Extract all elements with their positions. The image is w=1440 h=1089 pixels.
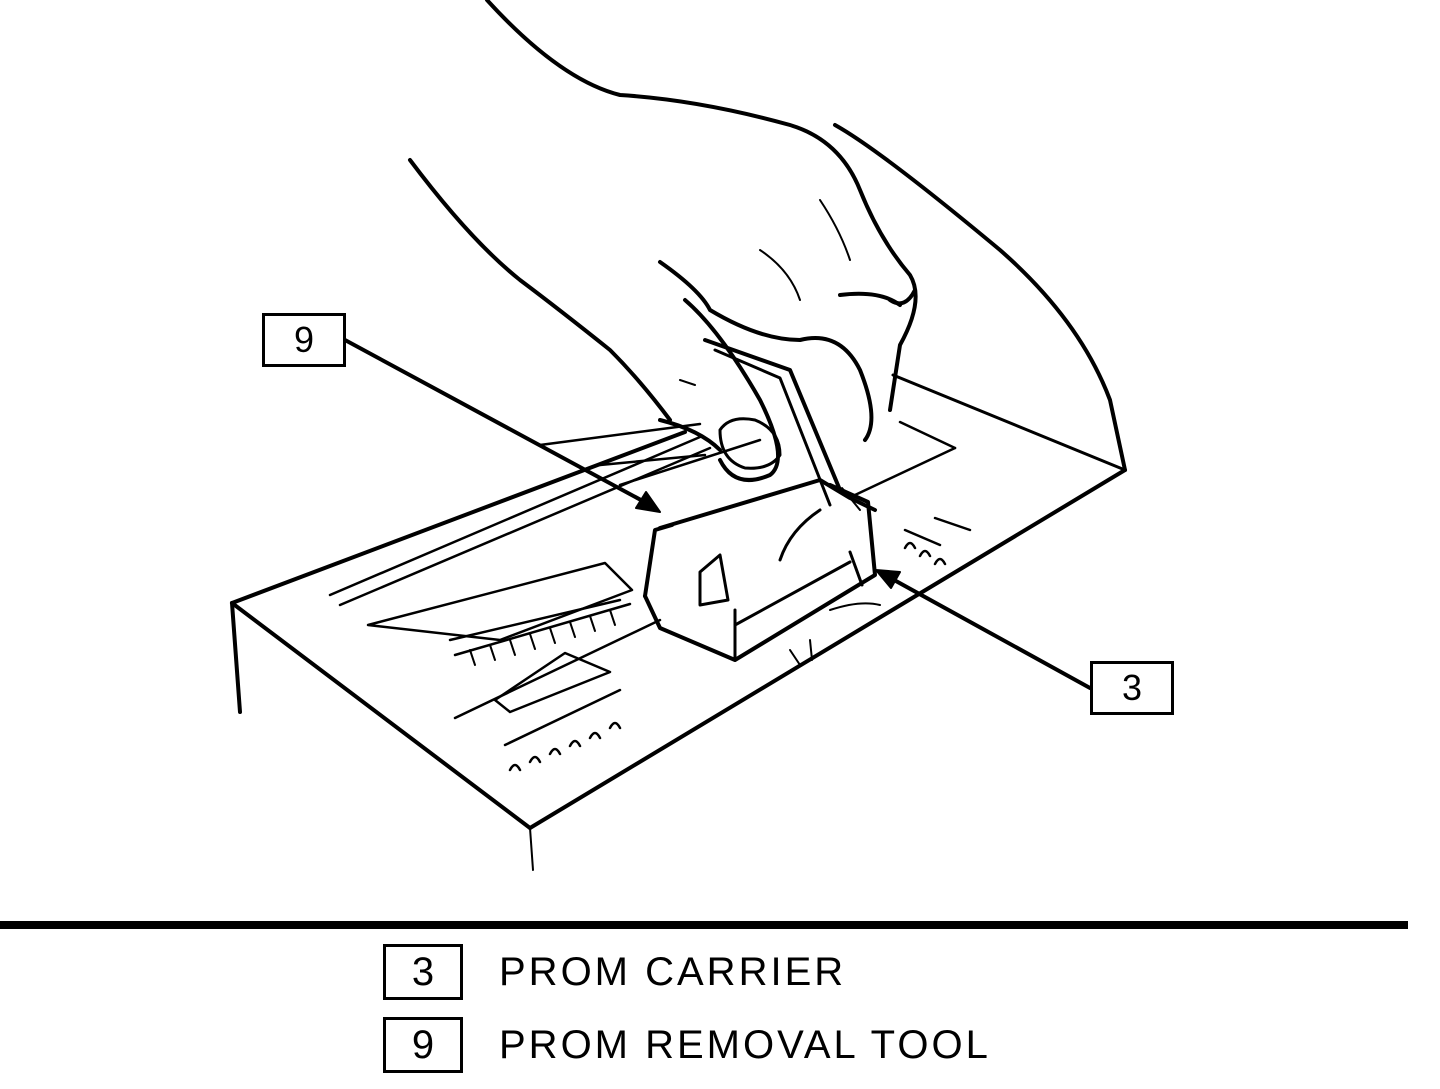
legend-key: 9: [383, 1017, 463, 1073]
legend-item-prom-carrier: 3 PROM CARRIER: [383, 943, 991, 1001]
legend-label: PROM REMOVAL TOOL: [499, 1022, 991, 1067]
circuit-board: [230, 373, 1127, 871]
memory-chip: [366, 561, 662, 720]
callout-label-9: 9: [262, 313, 346, 367]
callout-arrow-9: [343, 338, 661, 513]
socket-rails: [328, 420, 957, 607]
legend-item-prom-removal-tool: 9 PROM REMOVAL TOOL: [383, 1016, 991, 1074]
prom-removal-tool: [658, 338, 877, 562]
legend-key: 3: [383, 944, 463, 1000]
hand: [408, 0, 1127, 482]
legend-label: PROM CARRIER: [499, 949, 847, 994]
divider-line: [0, 921, 1408, 929]
pin-rows: [503, 516, 972, 772]
prom-carrier: [643, 483, 881, 666]
legend: 3 PROM CARRIER 9 PROM REMOVAL TOOL: [383, 943, 991, 1089]
callout-label-3: 3: [1090, 661, 1174, 715]
callout-arrow-3: [875, 569, 1092, 690]
